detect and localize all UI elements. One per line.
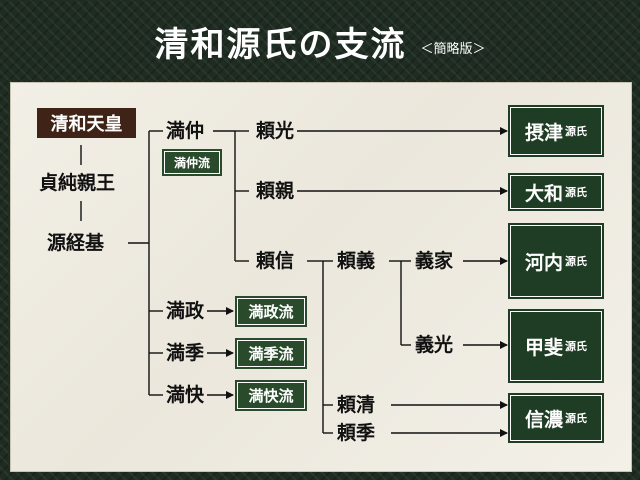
clan-kawachi: 河内源氏 [508, 223, 604, 299]
clan-shinano-name: 信濃 [524, 408, 563, 431]
clan-yamato-name: 大和 [524, 182, 563, 205]
node-mitsuyoshi: 満快 [166, 384, 205, 406]
node-yorimitsu: 頼光 [256, 120, 295, 142]
node-yorisue: 頼季 [337, 422, 376, 444]
clan-kai: 甲斐源氏 [508, 309, 604, 383]
node-mitsunaka: 満仲 [166, 120, 205, 142]
title-area: 清和源氏の支流 ＜簡略版＞ [0, 0, 640, 82]
node-sadazumi: 貞純親王 [39, 172, 116, 194]
node-mitsumasa: 満政 [166, 300, 205, 322]
clan-kawachi-suffix: 源氏 [565, 255, 587, 268]
clan-settsu-name: 摂津 [524, 121, 563, 144]
node-mitsusue: 満季 [166, 342, 205, 364]
clan-shinano-suffix: 源氏 [565, 412, 587, 425]
diagram-paper: 清和天皇 貞純親王 源経基 満仲 満仲流 頼光 頼親 頼信 頼義 義家 義光 頼… [10, 82, 632, 472]
node-yorichika: 頼親 [256, 180, 295, 202]
clan-kawachi-name: 河内 [524, 251, 563, 274]
clan-kai-name: 甲斐 [524, 336, 563, 359]
clan-shinano: 信濃源氏 [508, 393, 604, 443]
clan-settsu-suffix: 源氏 [565, 125, 587, 138]
diagram-title: 清和源氏の支流 [154, 24, 407, 65]
node-yoriyoshi: 頼義 [337, 250, 376, 272]
node-yorikiyo: 頼清 [337, 394, 376, 416]
clan-yamato-suffix: 源氏 [565, 186, 587, 199]
node-tsunemoto: 源経基 [47, 232, 105, 254]
clan-yamato: 大和源氏 [508, 173, 604, 211]
diagram-subtitle: ＜簡略版＞ [420, 41, 486, 57]
clan-settsu: 摂津源氏 [508, 105, 604, 157]
connector-lines [80, 127, 508, 437]
node-yorinobu: 頼信 [256, 250, 295, 272]
node-emperor: 清和天皇 [37, 108, 136, 138]
tag-mitsunaka-ryu: 満仲流 [162, 149, 222, 176]
clan-kai-suffix: 源氏 [565, 340, 587, 353]
tag-mitsumasa-ryu: 満政流 [235, 296, 307, 327]
tag-mitsuyoshi-ryu: 満快流 [235, 380, 307, 411]
tag-mitsusue-ryu: 満季流 [235, 338, 307, 369]
node-yoshimitsu: 義光 [415, 334, 454, 356]
node-yoshiie: 義家 [415, 250, 454, 272]
